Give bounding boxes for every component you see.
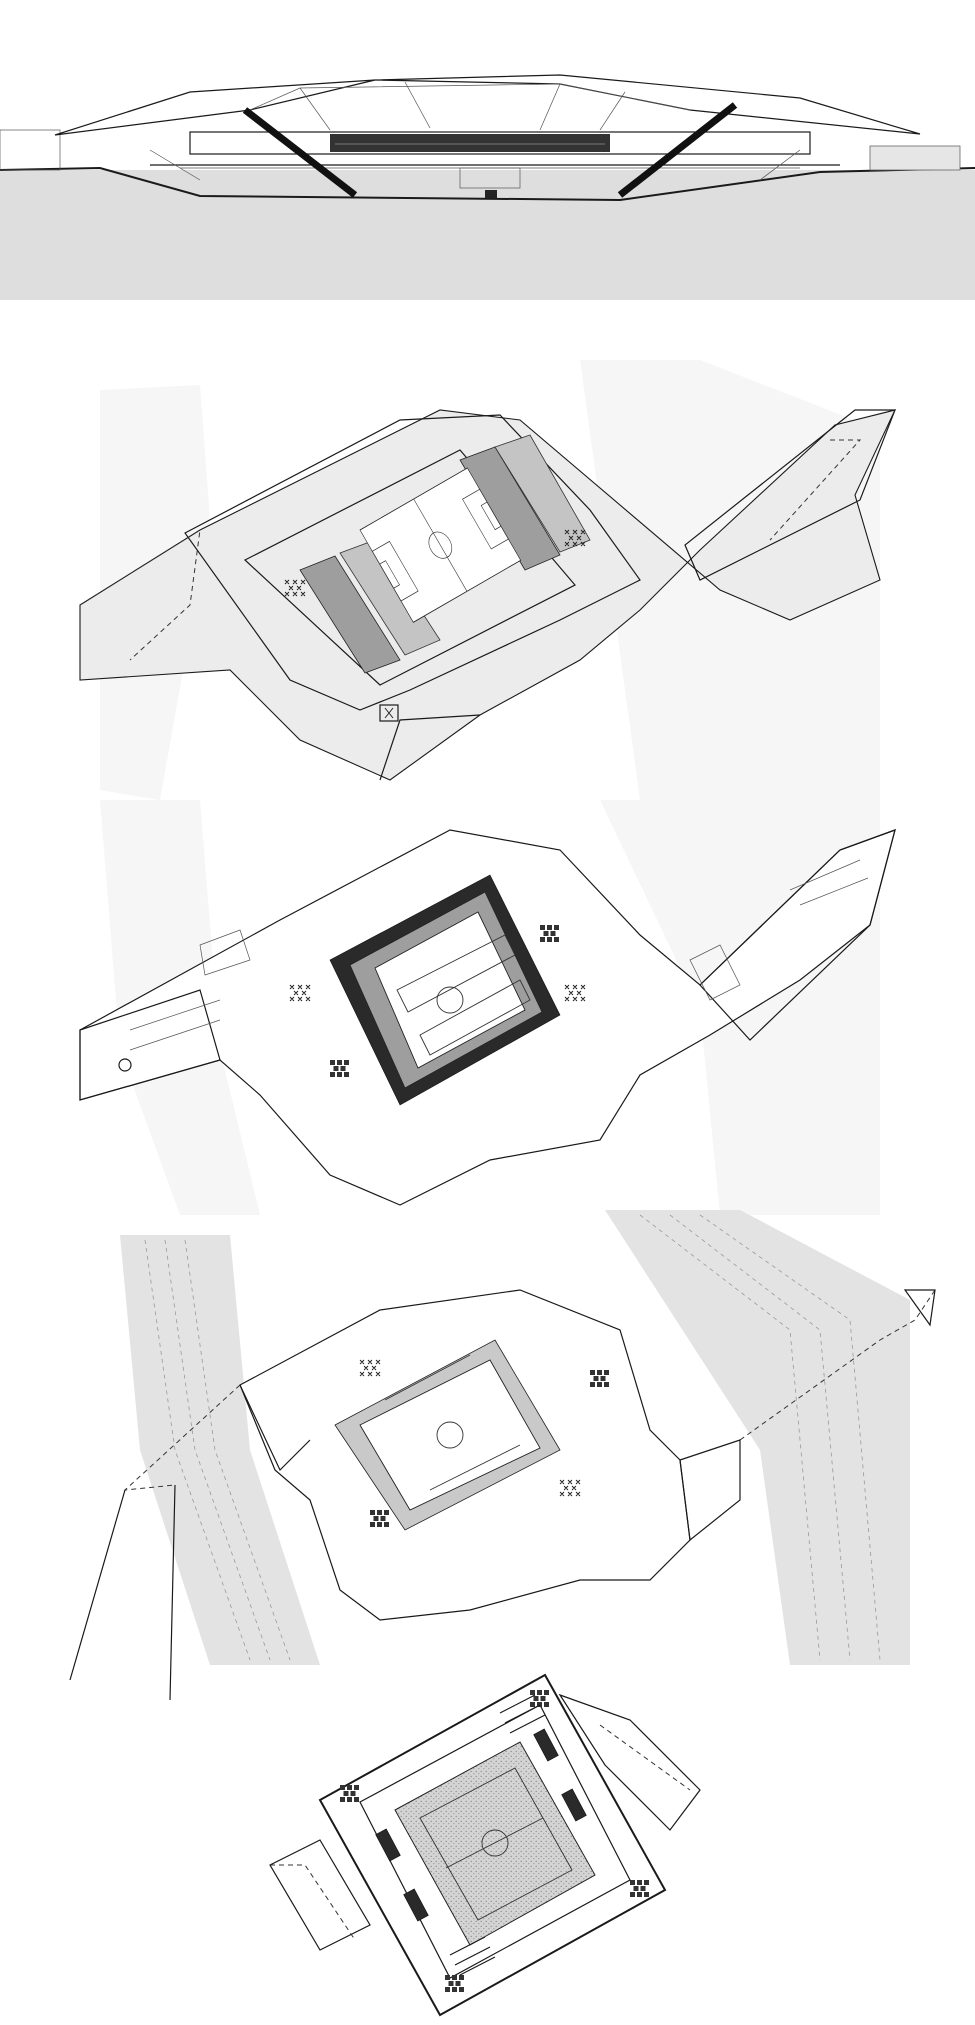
pitch-surface bbox=[394, 1741, 596, 1946]
roof-ridge bbox=[249, 83, 691, 111]
contour-left-3 bbox=[184, 1239, 291, 1661]
east-wing-lines bbox=[789, 859, 869, 906]
roof-wing-east bbox=[684, 409, 896, 581]
section-lines bbox=[149, 149, 801, 181]
roof-plan bbox=[79, 360, 896, 800]
east-wing bbox=[699, 829, 896, 1041]
ground-plan bbox=[69, 1210, 936, 1701]
roof-opening bbox=[184, 414, 641, 711]
centre-circle-pitch bbox=[481, 1829, 509, 1857]
right-cantilever-truss bbox=[617, 102, 738, 198]
stand-block-e2 bbox=[561, 1788, 587, 1822]
pitch-ground bbox=[359, 1359, 541, 1511]
ground-pitch-lines bbox=[384, 1354, 521, 1491]
stand-block-w2 bbox=[403, 1888, 429, 1922]
roof-right bbox=[374, 74, 921, 135]
stands-bowl bbox=[243, 449, 576, 686]
stand-west bbox=[299, 555, 401, 674]
north-stair bbox=[499, 1694, 546, 1734]
stair-core-nw bbox=[340, 1785, 359, 1802]
pitch-level-plan bbox=[269, 1673, 701, 2017]
east-pavilion bbox=[903, 1289, 936, 1327]
access-lines-west bbox=[69, 1484, 176, 1701]
stand-block-w1 bbox=[375, 1828, 401, 1862]
hill-zone-left bbox=[120, 1235, 320, 1665]
pitch-boundary bbox=[419, 1767, 573, 1921]
right-building bbox=[869, 145, 961, 171]
stand-upper-tier bbox=[189, 131, 811, 155]
halfway-line bbox=[445, 1817, 544, 1869]
contour-left-1 bbox=[144, 1239, 251, 1661]
stand-block-e1 bbox=[533, 1728, 559, 1762]
contour-right-1 bbox=[639, 1214, 821, 1661]
ground-line bbox=[0, 166, 975, 202]
concourse-plan bbox=[79, 800, 896, 1215]
roof-wing-dash bbox=[769, 439, 862, 541]
ramp-east bbox=[689, 944, 741, 1001]
stadium-section-elevation bbox=[0, 74, 975, 300]
contour-right-3 bbox=[699, 1214, 881, 1661]
stair-core-ne bbox=[530, 1690, 549, 1707]
left-annex bbox=[0, 129, 61, 171]
west-entrance bbox=[239, 1384, 311, 1472]
tunnel-door bbox=[485, 190, 497, 198]
wing-northeast bbox=[558, 1693, 701, 1831]
centre-circle-ground bbox=[436, 1421, 464, 1449]
stand-glazing bbox=[330, 134, 610, 152]
south-stair bbox=[449, 1936, 496, 1976]
east-entrance bbox=[679, 1439, 741, 1542]
left-cantilever-truss bbox=[242, 107, 358, 198]
stair-core-cross bbox=[384, 707, 394, 719]
circular-feature bbox=[118, 1058, 132, 1072]
roof-ribs bbox=[299, 81, 626, 131]
wing-southwest-dash bbox=[270, 1864, 356, 1941]
centre-circle bbox=[436, 986, 464, 1014]
stair-core-se bbox=[630, 1880, 649, 1897]
stand-east-upper bbox=[494, 434, 591, 553]
pitch-tunnel bbox=[459, 167, 521, 189]
access-bridge-east bbox=[739, 1289, 936, 1441]
stair-core-sw bbox=[445, 1975, 464, 1992]
hill-zone-right bbox=[605, 1210, 910, 1665]
wing-southwest bbox=[269, 1839, 371, 1951]
building-footprint bbox=[318, 1673, 667, 2017]
wing-northeast-dash bbox=[599, 1724, 691, 1791]
ramp-west bbox=[199, 929, 251, 976]
roof-left bbox=[54, 79, 376, 136]
roof-fold-south bbox=[379, 714, 481, 781]
stair-core-south bbox=[379, 704, 399, 722]
contour-right-2 bbox=[669, 1214, 851, 1661]
pitch-lines bbox=[396, 934, 531, 1056]
contour-left-2 bbox=[164, 1239, 271, 1661]
west-wing bbox=[79, 989, 221, 1101]
roof-outline bbox=[79, 409, 896, 781]
stand-west-upper bbox=[339, 539, 441, 656]
west-wing-lines bbox=[129, 999, 221, 1051]
ground-mass bbox=[0, 170, 975, 300]
